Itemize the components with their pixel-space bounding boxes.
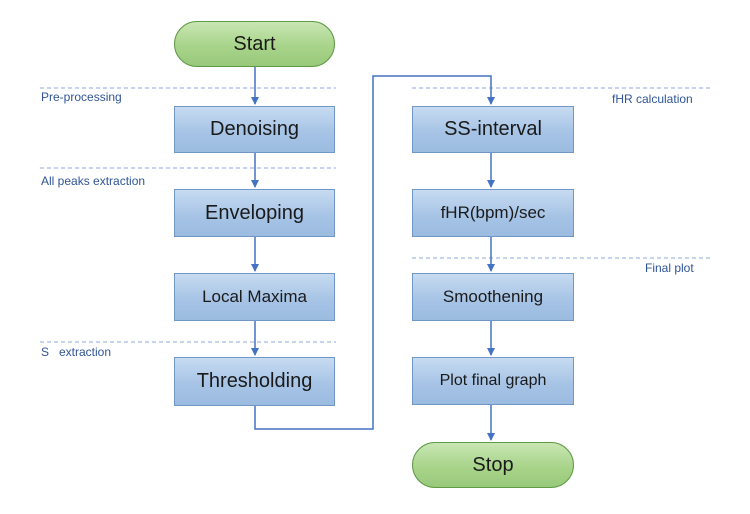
- start-label: Start: [233, 32, 276, 55]
- fhr-per-sec-label: fHR(bpm)/sec: [440, 203, 546, 222]
- smoothening-step: Smoothening: [412, 273, 574, 321]
- fhr-per-sec-step: fHR(bpm)/sec: [412, 189, 574, 237]
- plot-final-graph-label: Plot final graph: [439, 372, 547, 389]
- section-label-pre-processing: Pre-processing: [41, 90, 122, 104]
- local-maxima-step: Local Maxima: [174, 273, 335, 321]
- ss-interval-label: SS-interval: [444, 118, 542, 140]
- section-label-fhr-calculation: fHR calculation: [612, 92, 693, 106]
- plot-final-graph-step: Plot final graph: [412, 357, 574, 405]
- stop-terminal: Stop: [412, 442, 574, 488]
- section-label-all-peaks-extraction: All peaks extraction: [41, 174, 146, 188]
- section-label-s-extraction: S extraction: [41, 345, 112, 359]
- ss-interval-step: SS-interval: [412, 106, 574, 153]
- thresholding-step: Thresholding: [174, 357, 335, 406]
- denoising-label: Denoising: [210, 118, 299, 140]
- smoothening-label: Smoothening: [442, 287, 544, 306]
- denoising-step: Denoising: [174, 106, 335, 153]
- enveloping-step: Enveloping: [174, 189, 335, 237]
- section-label-final-plot: Final plot: [645, 261, 694, 275]
- thresholding-label: Thresholding: [196, 370, 313, 392]
- local-maxima-label: Local Maxima: [202, 287, 307, 306]
- start-terminal: Start: [174, 21, 335, 67]
- arrow-thresholding-to-ss-interval: [254, 75, 495, 430]
- enveloping-label: Enveloping: [205, 201, 304, 224]
- stop-label: Stop: [472, 453, 514, 476]
